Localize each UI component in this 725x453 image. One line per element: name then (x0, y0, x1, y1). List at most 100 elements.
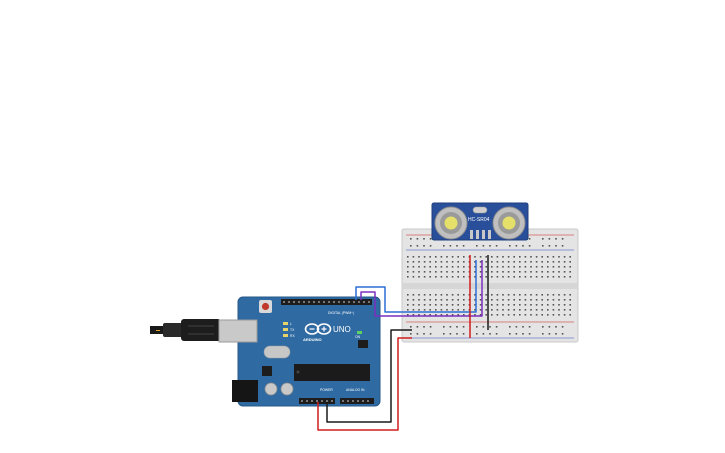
breadboard-hole (491, 271, 493, 273)
breadboard-hole (457, 314, 459, 316)
sensor-pin-vcc[interactable] (470, 230, 473, 239)
header-pin (333, 301, 335, 303)
breadboard-hole (423, 261, 426, 263)
breadboard-hole (440, 271, 443, 273)
breadboard-hole (407, 261, 409, 263)
sensor-pin-echo[interactable] (482, 230, 485, 239)
breadboard-hole (528, 333, 531, 335)
breadboard-hole (558, 299, 560, 301)
breadboard-hole (463, 304, 465, 306)
breadboard-hole (451, 266, 454, 268)
breadboard-hole (440, 314, 443, 316)
breadboard-hole (479, 256, 482, 258)
header-pin (298, 301, 300, 303)
breadboard-hole (547, 309, 549, 311)
header-pin (326, 400, 328, 402)
breadboard-hole (502, 261, 504, 263)
breadboard-hole (474, 309, 476, 311)
header-pin (306, 400, 308, 402)
breadboard-hole (446, 304, 448, 306)
arduino-uno-board[interactable]: UNO ARDUINO DIGITAL (PWM~) POWER ANALOG … (150, 296, 381, 407)
breadboard-hole (435, 276, 437, 278)
breadboard-hole (423, 256, 426, 258)
breadboard-hole (555, 326, 557, 328)
breadboard-hole (535, 271, 538, 273)
breadboard-hole (535, 294, 538, 296)
breadboard-hole (548, 245, 551, 247)
breadboard-hole (513, 299, 515, 301)
breadboard-hole (552, 304, 555, 306)
breadboard-hole (552, 314, 555, 316)
breadboard-hole (407, 304, 409, 306)
breadboard-hole (485, 294, 487, 296)
header-pin (313, 301, 315, 303)
breadboard-hole (502, 294, 504, 296)
breadboard-hole (569, 294, 571, 296)
header-pin (338, 301, 340, 303)
breadboard-hole (502, 309, 504, 311)
breadboard-hole (558, 266, 560, 268)
breadboard-hole (491, 256, 493, 258)
breadboard[interactable] (401, 228, 579, 343)
breadboard-hole (515, 326, 518, 328)
header-pin (328, 301, 330, 303)
breadboard-hole (416, 333, 419, 335)
breadboard-hole (463, 314, 465, 316)
reset-button[interactable] (261, 302, 270, 311)
header-pin (303, 301, 305, 303)
breadboard-hole (496, 299, 499, 301)
breadboard-hole (451, 276, 454, 278)
breadboard-hole (446, 261, 448, 263)
header-pin (367, 400, 369, 402)
breadboard-hole (513, 294, 515, 296)
breadboard-hole (535, 309, 538, 311)
breadboard-hole (496, 271, 499, 273)
breadboard-hole (416, 238, 419, 240)
breadboard-hole (563, 276, 566, 278)
hc-sr04-sensor[interactable]: HC-SR04 (431, 202, 529, 241)
breadboard-hole (547, 294, 549, 296)
analog-header-label: ANALOG IN (346, 388, 365, 392)
breadboard-hole (474, 299, 476, 301)
led-on-label: ON (355, 335, 361, 339)
breadboard-hole (563, 266, 566, 268)
breadboard-hole (407, 309, 409, 311)
breadboard-hole (449, 333, 452, 335)
breadboard-hole (561, 238, 564, 240)
breadboard-hole (429, 294, 431, 296)
breadboard-hole (407, 299, 409, 301)
breadboard-hole (535, 299, 538, 301)
breadboard-hole (558, 271, 560, 273)
breadboard-hole (552, 256, 555, 258)
capacitor-right (280, 382, 294, 396)
wire-echo[interactable] (360, 260, 483, 317)
breadboard-hole (519, 314, 521, 316)
breadboard-hole (482, 326, 485, 328)
breadboard-hole (418, 304, 420, 306)
breadboard-hole (519, 256, 521, 258)
breadboard-hole (463, 309, 465, 311)
breadboard-hole (429, 271, 431, 273)
breadboard-hole (457, 299, 459, 301)
breadboard-hole (457, 309, 459, 311)
breadboard-hole (412, 304, 415, 306)
sensor-pin-trig[interactable] (476, 230, 479, 239)
breadboard-hole (535, 304, 538, 306)
wire-5v[interactable] (317, 337, 412, 431)
usb-cable-connector (181, 319, 221, 341)
wire-trig[interactable] (355, 260, 477, 313)
breadboard-hole (429, 256, 431, 258)
wire-gnd[interactable] (326, 329, 412, 423)
breadboard-hole (418, 261, 420, 263)
breadboard-hole (563, 304, 566, 306)
header-pin (331, 400, 333, 402)
breadboard-hole (548, 333, 551, 335)
breadboard-hole (558, 314, 560, 316)
breadboard-hole (535, 314, 538, 316)
sensor-pin-gnd[interactable] (488, 230, 491, 239)
breadboard-hole (418, 266, 420, 268)
breadboard-hole (528, 326, 531, 328)
breadboard-hole (555, 333, 557, 335)
breadboard-hole (519, 299, 521, 301)
breadboard-hole (429, 266, 431, 268)
